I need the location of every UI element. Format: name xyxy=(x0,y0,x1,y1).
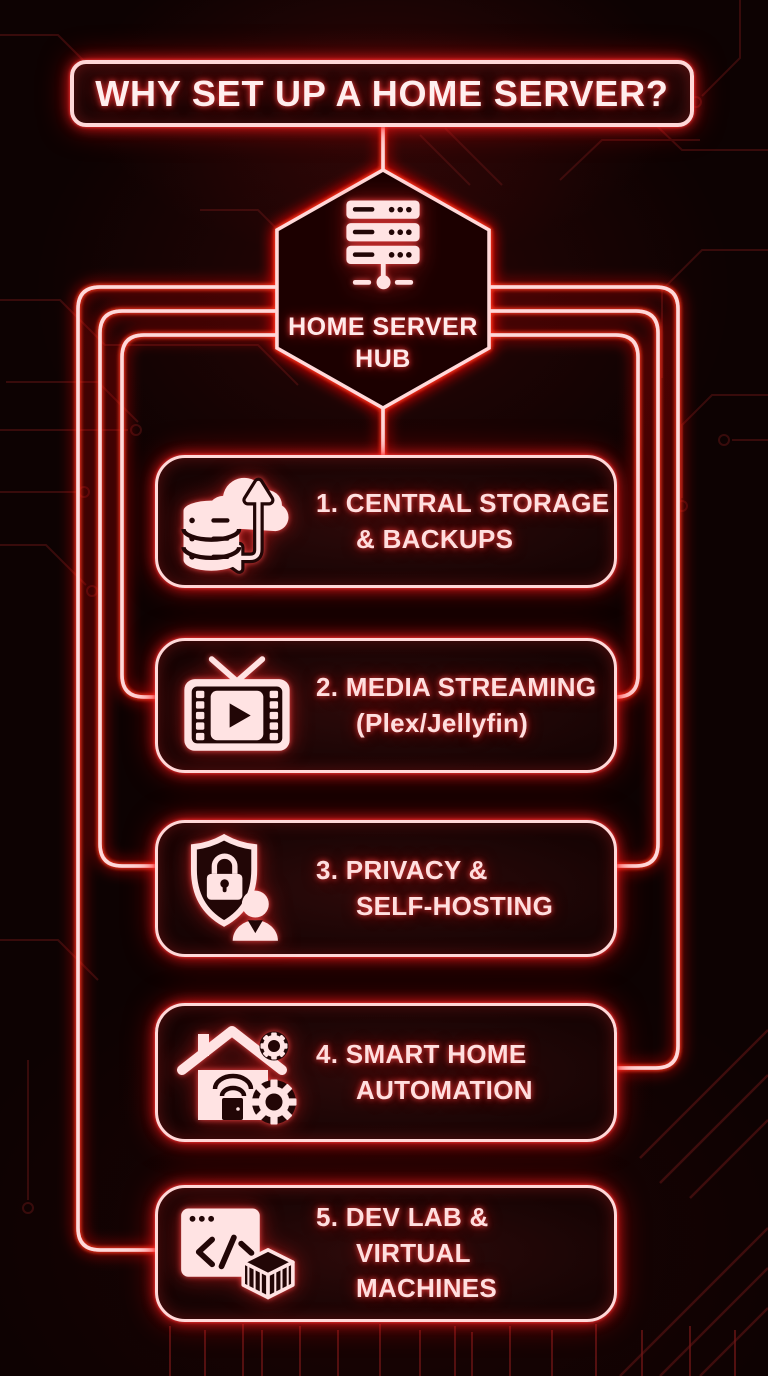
benefit-line1: 4. SMART HOME xyxy=(316,1038,527,1069)
server-rack-icon xyxy=(327,200,439,305)
connector-hub-to-box2-left xyxy=(120,333,281,699)
benefit-card-privacy: 3. PRIVACY & SELF-HOSTING xyxy=(155,820,617,957)
hub-label: HOME SERVER HUB xyxy=(288,311,478,375)
page-title: WHY SET UP A HOME SERVER? xyxy=(95,72,669,114)
benefit-line2: & BACKUPS xyxy=(356,523,514,554)
trace-lines xyxy=(0,0,768,1214)
benefit-card-dev-lab: 5. DEV LAB & VIRTUAL MACHINES xyxy=(155,1185,617,1322)
benefit-line2: SELF-HOSTING xyxy=(356,890,554,921)
hub-label-line1: HOME SERVER xyxy=(288,313,478,341)
benefit-line1: 5. DEV LAB & xyxy=(316,1201,489,1232)
cloud-backup-database-icon xyxy=(158,468,316,575)
code-window-container-icon xyxy=(158,1202,316,1306)
title-panel: WHY SET UP A HOME SERVER? xyxy=(70,60,694,127)
benefit-line2: AUTOMATION xyxy=(356,1074,533,1105)
benefit-card-smart-home: 4. SMART HOME AUTOMATION xyxy=(155,1003,617,1142)
benefit-line2: (Plex/Jellyfin) xyxy=(356,707,529,738)
benefit-line1: 3. PRIVACY & xyxy=(316,854,488,885)
connector-hub-to-box5-left xyxy=(76,285,281,1252)
trace-diagonals xyxy=(619,1029,768,1376)
benefit-line1: 2. MEDIA STREAMING xyxy=(316,671,597,702)
connector-hub-to-box4-right xyxy=(487,285,680,1070)
benefit-text: 4. SMART HOME AUTOMATION xyxy=(316,1037,533,1109)
benefit-card-central-storage: 1. CENTRAL STORAGE & BACKUPS xyxy=(155,455,617,588)
home-server-hub-node: HOME SERVER HUB xyxy=(283,200,483,375)
benefit-line1: 1. CENTRAL STORAGE xyxy=(316,487,610,518)
bottom-trace-verticals xyxy=(169,1324,736,1376)
connector-hub-to-box2-right xyxy=(487,333,640,699)
benefit-text: 3. PRIVACY & SELF-HOSTING xyxy=(316,853,553,925)
connector-hub-to-box3-right xyxy=(487,309,660,868)
benefit-text: 1. CENTRAL STORAGE & BACKUPS xyxy=(316,486,609,558)
benefit-text: 5. DEV LAB & VIRTUAL MACHINES xyxy=(316,1200,614,1308)
connector-hub-to-box3-left xyxy=(98,309,281,868)
benefit-line2: VIRTUAL MACHINES xyxy=(356,1237,498,1304)
tv-media-streaming-icon xyxy=(158,656,316,755)
benefit-card-media-streaming: 2. MEDIA STREAMING (Plex/Jellyfin) xyxy=(155,638,617,773)
benefit-text: 2. MEDIA STREAMING (Plex/Jellyfin) xyxy=(316,670,596,742)
shield-lock-user-icon xyxy=(158,833,316,945)
smart-home-gears-icon xyxy=(158,1020,316,1126)
hub-label-line2: HUB xyxy=(355,345,411,373)
